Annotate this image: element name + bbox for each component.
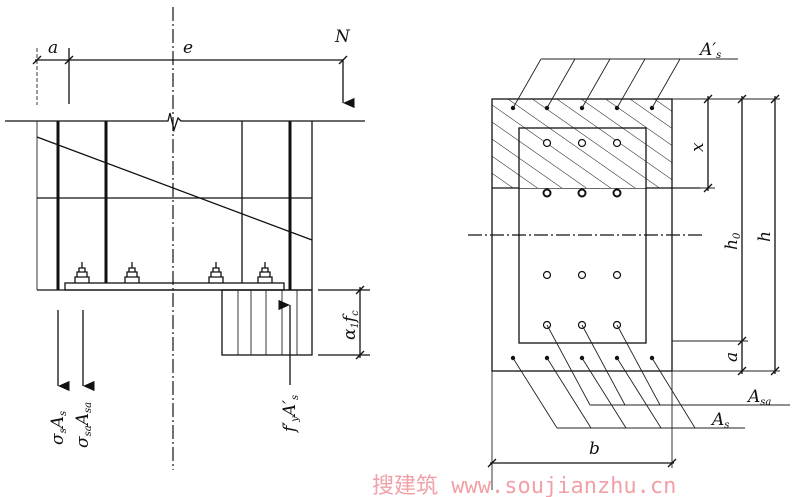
label-b: b (589, 439, 600, 459)
watermark: 搜建筑 www.soujianzhu.cn (372, 474, 676, 497)
label-sigma-sa-Asa: σsaAsa (73, 402, 94, 448)
dimension-a-e: a e N (32, 27, 355, 109)
section-break-line (5, 112, 365, 133)
label-As-prime: A′s (698, 40, 721, 61)
column-body (36, 121, 313, 291)
label-alpha1-fc: α1fc (340, 310, 361, 340)
dimension-alpha1-fc: α1fc (318, 285, 370, 360)
label-fy-As-prime: f′yA′s (280, 395, 301, 434)
label-Asa: Asa (746, 387, 771, 408)
label-a-right: a (722, 352, 742, 362)
compression-stress-block (221, 289, 313, 356)
cross-section-view: A′s x h0 h a Asa As b (468, 40, 790, 490)
label-N: N (334, 27, 351, 47)
bolts (74, 262, 273, 283)
label-x: x (688, 142, 708, 152)
label-a: a (48, 38, 58, 58)
leader-lines (512, 58, 790, 429)
dimensions (487, 94, 780, 490)
strain-line (36, 136, 313, 241)
steel-bars (542, 138, 622, 330)
label-e: e (183, 38, 193, 58)
label-sigma-s-As: σsAs (48, 411, 69, 445)
anchor-plate (64, 282, 285, 291)
label-h: h (755, 231, 775, 242)
label-h0: h0 (722, 232, 743, 250)
label-As: As (710, 410, 729, 431)
elevation-view: a e N (5, 7, 370, 470)
